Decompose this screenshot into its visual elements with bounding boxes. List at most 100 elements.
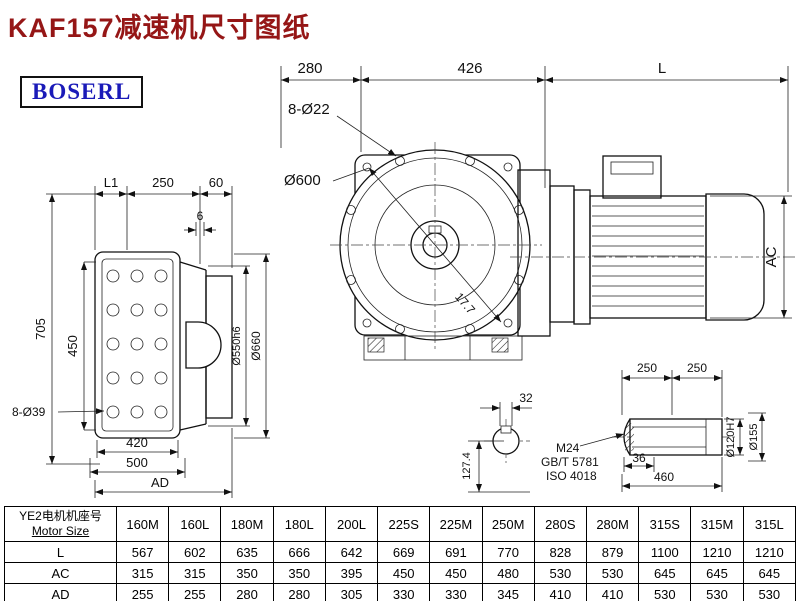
dim-L: L [658,60,666,77]
column-header: 160L [168,506,222,542]
dim-250: 250 [152,175,174,190]
standard-iso: ISO 4018 [546,469,597,483]
column-header: 225M [429,506,483,542]
dim-shaft-diameter: Ø155 [748,424,760,451]
table-cell: 410 [533,583,587,601]
row-label: AC [4,562,117,584]
table-cell: 666 [272,541,326,563]
dim-705: 705 [33,318,48,340]
table-cell: 879 [585,541,640,563]
column-header: 315M [690,506,744,542]
table-cell: 669 [377,541,431,563]
column-header: 250M [481,506,535,542]
table-cell: 330 [377,583,431,601]
dim-250a: 250 [637,361,657,375]
dim-36: 36 [632,451,646,465]
dim-6: 6 [197,209,204,223]
dim-bolt-holes-front: 8-Ø22 [288,101,330,118]
column-header: 280S [533,506,587,542]
table-cell: 450 [377,562,431,584]
dim-280: 280 [297,60,322,77]
table-cell: 642 [324,541,379,563]
table-cell: 828 [533,541,587,563]
column-header: 160M [115,506,170,542]
table-cell: 255 [168,583,222,601]
table-cell: 315 [115,562,170,584]
dim-426: 426 [457,60,482,77]
dim-L1: L1 [104,175,118,190]
column-header: 315S [638,506,692,542]
table-cell: 530 [638,583,692,601]
dim-flange-od: Ø660 [249,331,263,361]
table-cell: 305 [324,583,379,601]
column-header: 180M [220,506,274,542]
dim-250b: 250 [687,361,707,375]
top-dimension-chain: 280 426 L [280,60,789,192]
table-cell: 345 [481,583,535,601]
table-cell: 450 [429,562,483,584]
row-header-cn: YE2电机机座号 [19,509,102,523]
table-cell: 1210 [690,541,744,563]
table-cell: 280 [272,583,326,601]
page-title: KAF157减速机尺寸图纸 [8,13,311,43]
dim-460: 460 [654,470,674,484]
row-header-cell: YE2电机机座号 Motor Size [4,506,117,542]
dim-60: 60 [209,175,223,190]
table-cell: 350 [272,562,326,584]
table-cell: 1100 [638,541,692,563]
table-cell: 530 [742,583,797,601]
table-cell: 645 [690,562,744,584]
shaft-section-detail: 32 127.4 [461,391,533,493]
column-header: 225S [377,506,431,542]
dim-bolt-holes-side: 8-Ø39 [12,405,46,419]
dim-flange-diameter: Ø600 [284,172,321,189]
row-label: L [4,541,117,563]
dim-500: 500 [126,455,148,470]
side-view: L1 250 60 6 705 450 8-Ø39 [12,175,270,498]
row-label: AD [4,583,117,601]
table-cell: 350 [220,562,274,584]
table-cell: 635 [220,541,274,563]
boserl-logo: BOSERL [20,76,144,108]
technical-drawing: 280 426 L Ø600 17.7 8-Ø22 [12,60,795,498]
table-cell: 315 [168,562,222,584]
dim-420: 420 [126,435,148,450]
dim-127-4: 127.4 [461,452,473,480]
column-header: 180L [272,506,326,542]
table-cell: 280 [220,583,274,601]
table-cell: 530 [533,562,587,584]
dim-spigot-diameter: Ø550h6 [231,326,243,365]
table-cell: 255 [115,583,170,601]
front-view: Ø600 17.7 8-Ø22 [284,101,542,361]
table-cell: 602 [168,541,222,563]
dim-AC: AC [763,246,780,267]
dim-450: 450 [65,335,80,357]
table-cell: 645 [638,562,692,584]
table-cell: 395 [324,562,379,584]
standard-gbt: GB/T 5781 [541,455,599,469]
thread-label: M24 [556,441,580,455]
table-cell: 330 [429,583,483,601]
table-cell: 1210 [742,541,797,563]
table-cell: 567 [115,541,170,563]
dim-32: 32 [519,391,533,405]
table-cell: 480 [481,562,535,584]
table-cell: 645 [742,562,797,584]
column-header: 315L [742,506,797,542]
row-header-en: Motor Size [31,524,90,538]
motor-view: AC [510,155,795,337]
table-cell: 770 [481,541,535,563]
dim-AD: AD [151,475,169,490]
table-cell: 410 [585,583,640,601]
column-header: 200L [324,506,379,542]
table-cell: 691 [429,541,483,563]
shaft-detail: 250 250 M24 GB/T 5781 ISO 4018 36 460 Ø1… [541,361,766,492]
column-header: 280M [585,506,640,542]
